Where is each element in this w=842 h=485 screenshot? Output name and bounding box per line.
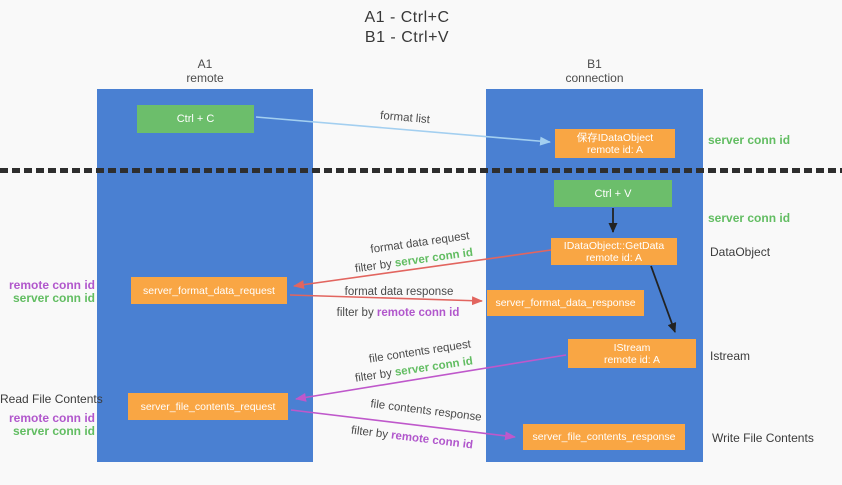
filter-by-text: filter by bbox=[336, 307, 374, 319]
filter-by-text: filter by bbox=[354, 258, 393, 276]
filter-by-text: filter by bbox=[354, 367, 393, 385]
annot-dataobject: DataObject bbox=[710, 245, 771, 259]
session-divider-dotted-line bbox=[0, 168, 842, 173]
annot-istream: Istream bbox=[710, 349, 751, 363]
annot-server-conn-id-top: server conn id bbox=[708, 133, 791, 147]
lane-a1-title: A1 bbox=[197, 57, 213, 71]
annot-server-conn-id-mid: server conn id bbox=[708, 211, 791, 225]
lane-b1-title: B1 bbox=[587, 57, 602, 71]
label-file-contents-response: file contents response bbox=[369, 398, 483, 424]
label-format-data-response: format data response bbox=[344, 286, 454, 298]
annot-remote-conn-id-1: remote conn id bbox=[8, 278, 95, 292]
annot-write-file-contents: Write File Contents bbox=[712, 431, 814, 445]
node-save-idataobject-line1: 保存IDataObject bbox=[576, 131, 654, 144]
node-istream-line1: IStream bbox=[613, 341, 651, 354]
node-format-request-label: server_format_data_request bbox=[143, 284, 275, 297]
node-ctrl-v: Ctrl + V bbox=[554, 180, 672, 207]
diagram-title: A1 - Ctrl+C B1 - Ctrl+V bbox=[307, 8, 507, 48]
label-filter-by-remote-1: filter by remote conn id bbox=[337, 307, 460, 319]
annot-remote-conn-id-2: remote conn id bbox=[8, 411, 95, 425]
node-file-request-label: server_file_contents_request bbox=[140, 400, 276, 413]
node-save-idataobject: 保存IDataObject remote id: A bbox=[555, 129, 675, 158]
node-server-format-data-request: server_format_data_request bbox=[131, 277, 287, 304]
node-ctrl-c-label: Ctrl + C bbox=[176, 113, 215, 125]
lane-b1-subtitle: connection bbox=[565, 71, 624, 85]
remote-conn-id-text: remote conn id bbox=[376, 307, 460, 319]
remote-conn-id-text: remote conn id bbox=[390, 429, 474, 452]
node-getdata-line1: IDataObject::GetData bbox=[563, 239, 665, 252]
annot-server-conn-id-left-2: server conn id bbox=[12, 424, 95, 438]
annot-read-file-contents: Read File Contents bbox=[0, 392, 103, 406]
label-format-list: format list bbox=[379, 109, 431, 127]
node-format-response-label: server_format_data_response bbox=[495, 297, 636, 309]
node-ctrl-v-label: Ctrl + V bbox=[594, 187, 632, 200]
node-ctrl-c: Ctrl + C bbox=[137, 105, 254, 133]
label-filter-by-remote-2: filter by remote conn id bbox=[350, 425, 473, 452]
node-save-idataobject-line2: remote id: A bbox=[586, 143, 644, 156]
lane-a1-subtitle: remote bbox=[186, 71, 224, 85]
node-server-file-contents-request: server_file_contents_request bbox=[128, 393, 288, 420]
node-istream: IStream remote id: A bbox=[568, 339, 696, 368]
title-line-2: B1 - Ctrl+V bbox=[364, 29, 450, 46]
annot-server-conn-id-left-1: server conn id bbox=[12, 291, 95, 305]
title-line-1: A1 - Ctrl+C bbox=[364, 9, 450, 26]
filter-by-text: filter by bbox=[350, 424, 389, 441]
lane-header-a1: A1 remote bbox=[97, 57, 313, 85]
lane-header-b1: B1 connection bbox=[486, 57, 703, 85]
node-file-response-label: server_file_contents_response bbox=[532, 431, 676, 443]
node-server-file-contents-response: server_file_contents_response bbox=[523, 424, 685, 450]
node-idataobject-getdata: IDataObject::GetData remote id: A bbox=[551, 238, 677, 265]
node-server-format-data-response: server_format_data_response bbox=[487, 290, 644, 316]
node-getdata-line2: remote id: A bbox=[585, 251, 643, 264]
node-istream-line2: remote id: A bbox=[603, 353, 661, 366]
